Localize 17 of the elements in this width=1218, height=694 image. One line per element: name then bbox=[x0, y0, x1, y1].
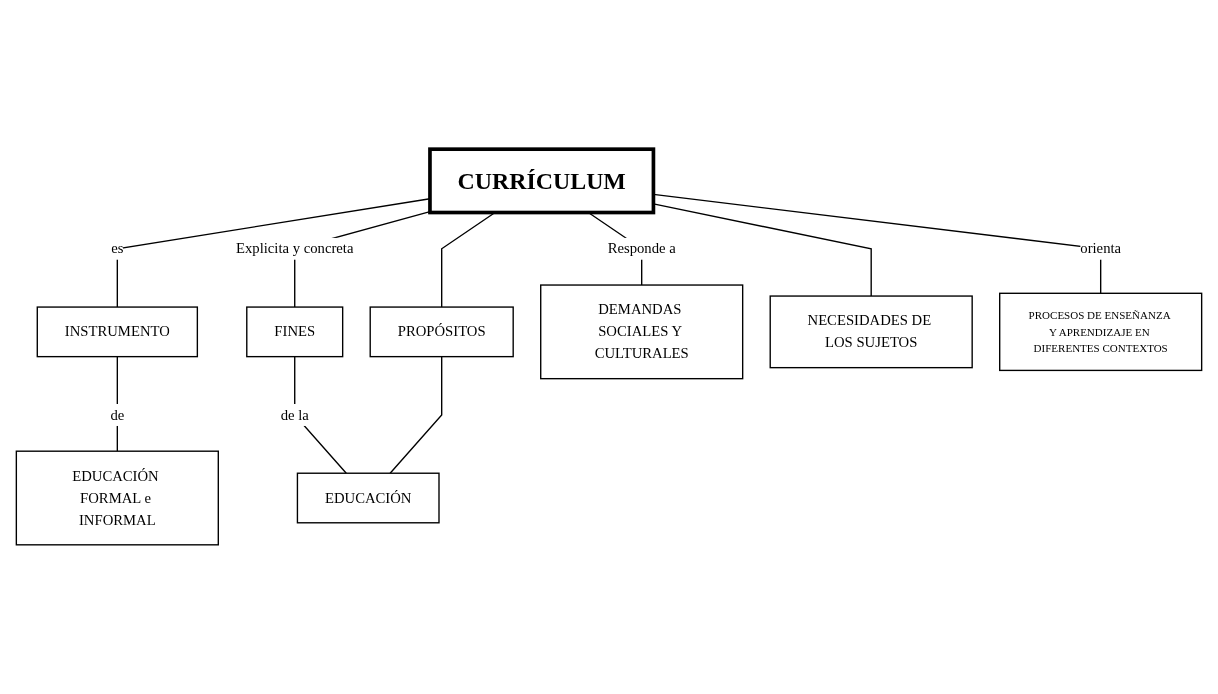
connector bbox=[116, 355, 118, 452]
edge-label: de la bbox=[280, 406, 309, 423]
node-box: FINES bbox=[246, 306, 344, 358]
node-box: DEMANDAS SOCIALES Y CULTURALES bbox=[540, 284, 744, 380]
edge-label: Responde a bbox=[607, 240, 676, 257]
edge-label: orienta bbox=[1080, 240, 1122, 257]
node-box: PROPÓSITOS bbox=[369, 306, 514, 358]
node-box: EDUCACIÓN FORMAL e INFORMAL bbox=[15, 450, 219, 546]
edge-label: es bbox=[111, 240, 124, 257]
node-box: INSTRUMENTO bbox=[36, 306, 199, 358]
edge-label: de bbox=[110, 406, 125, 423]
connector bbox=[389, 355, 443, 474]
node-box: NECESIDADES DE LOS SUJETOS bbox=[769, 295, 973, 369]
node-box: CURRÍCULUM bbox=[428, 147, 656, 215]
node-box: EDUCACIÓN bbox=[296, 472, 440, 524]
edge-label: Explicita y concreta bbox=[236, 240, 354, 257]
node-box: PROCESOS DE ENSEÑANZA Y APRENDIZAJE EN DIFERENTES CONTEXTOS bbox=[999, 292, 1203, 372]
